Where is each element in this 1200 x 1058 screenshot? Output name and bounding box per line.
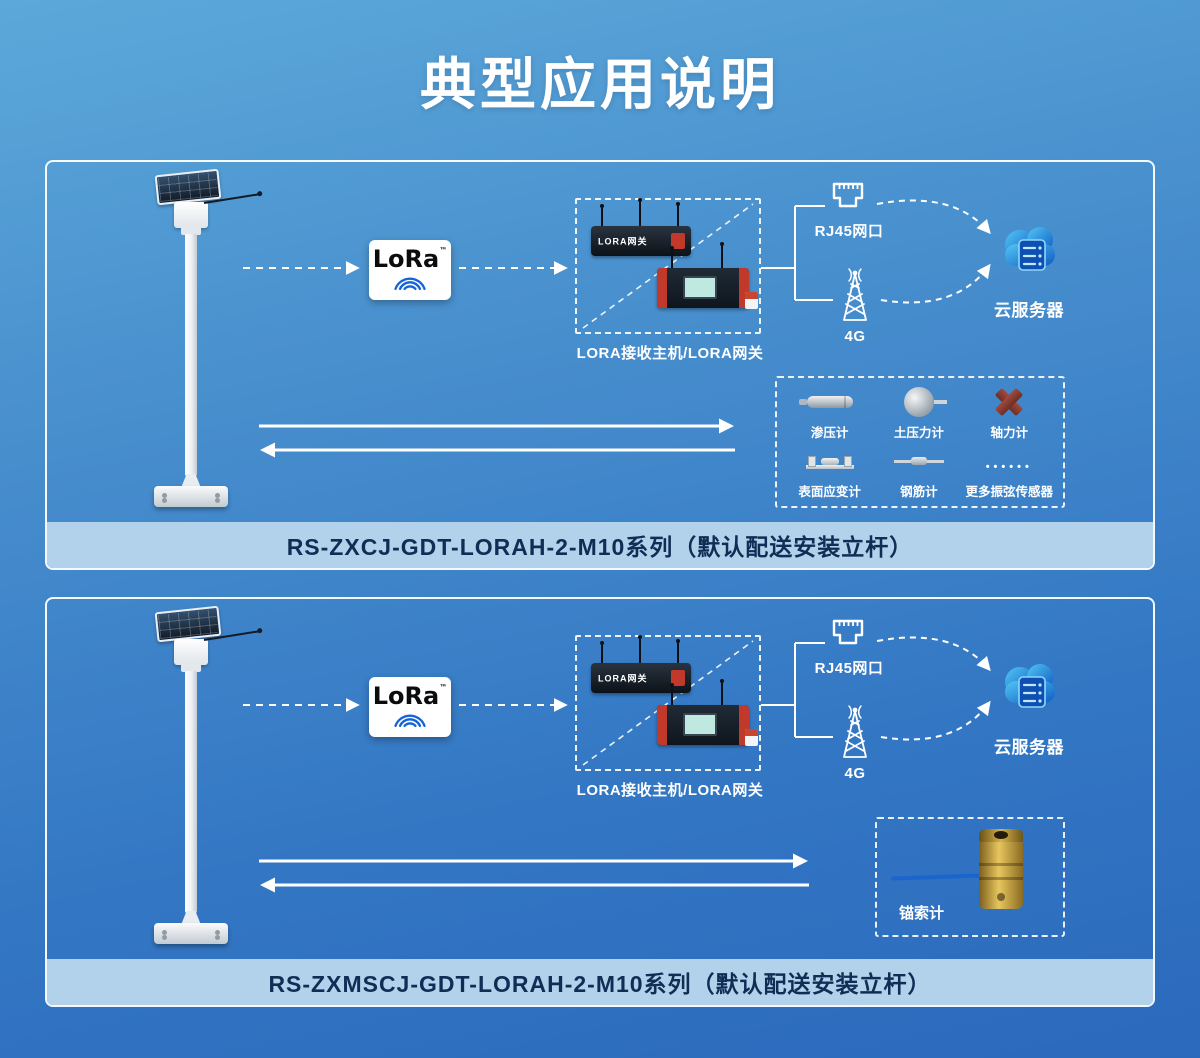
sensor-label: 渗压计 [810, 426, 849, 440]
lora-tm: ™ [439, 683, 448, 692]
rebar-gauge-icon [893, 456, 944, 466]
sensor-housing-icon [174, 639, 208, 665]
device-screen [683, 713, 717, 736]
cellular-tower-icon [835, 701, 875, 761]
gateway-box: LORA网关 [575, 635, 761, 771]
lora-gateway-device: LORA网关 [591, 198, 691, 256]
sensor-more: •••••• 更多振弦传感器 [965, 445, 1053, 500]
device-screen [683, 276, 717, 299]
lora-tm: ™ [439, 246, 448, 255]
sensor-label: 钢筋计 [900, 485, 938, 499]
solar-monitoring-station [132, 605, 272, 959]
anchor-cable-gauge-icon [973, 829, 1029, 917]
lora-wordmark: LoRa™ [372, 245, 448, 273]
base-plate [154, 486, 228, 507]
pole-collar [181, 663, 201, 672]
lora-waves-icon [394, 714, 426, 728]
cellular-tower-icon [835, 264, 875, 324]
lora-logo: LoRa™ [369, 240, 451, 300]
solar-monitoring-station [132, 168, 272, 522]
gateway-caption: LORA接收主机/LORA网关 [576, 782, 764, 799]
sensor-piezometer: 渗压计 [787, 386, 872, 441]
arrow-rj45-to-cloud [876, 199, 991, 235]
uplink-bracket [761, 642, 833, 738]
sensor-axial-force: 轴力计 [965, 386, 1053, 441]
gateway-device-label: LORA网关 [598, 673, 648, 684]
relay-component-icon [745, 292, 758, 309]
rj45-port-icon [829, 180, 867, 214]
sensor-cable [890, 873, 984, 881]
series-caption: RS-ZXMSCJ-GDT-LORAH-2-M10系列（默认配送安装立杆） [47, 959, 1153, 1005]
sensor-label: 锚索计 [899, 905, 945, 922]
lora-logo: LoRa™ [369, 677, 451, 737]
gateway-diagonal [582, 640, 754, 766]
piezometer-icon [798, 396, 853, 408]
sensor-housing-icon [174, 202, 208, 228]
cloud-label: 云服务器 [994, 301, 1064, 320]
pole-taper [181, 911, 201, 925]
4g-label: 4G [844, 328, 866, 345]
lora-gateway-device: LORA网关 [591, 635, 691, 693]
arrow-rj45-to-cloud [876, 636, 991, 672]
lora-receiver-device [657, 679, 749, 745]
cloud-label: 云服务器 [994, 738, 1064, 757]
lora-waves-icon [394, 277, 426, 291]
sensor-earth-pressure: 土压力计 [876, 386, 961, 441]
application-panel-2: LoRa™ LORA网关 LORA接 [45, 597, 1155, 1007]
earth-pressure-icon [903, 387, 947, 417]
more-sensors-dots: •••••• [985, 461, 1033, 473]
gateway-device-label: LORA网关 [598, 236, 648, 247]
sensor-label: 轴力计 [990, 426, 1028, 440]
rj45-label: RJ45网口 [814, 223, 884, 240]
sensor-box: 锚索计 [875, 817, 1065, 937]
application-panel-1: LoRa™ LORA网关 LORA接 [45, 160, 1155, 570]
relay-component-icon [745, 729, 758, 746]
connection-lines [243, 199, 991, 458]
pole-shaft [185, 234, 197, 476]
sensor-label: 土压力计 [893, 426, 944, 440]
arrow-4g-to-cloud [880, 700, 991, 741]
gateway-caption: LORA接收主机/LORA网关 [576, 345, 764, 362]
base-plate [154, 923, 228, 944]
uplink-bracket [761, 205, 833, 301]
cloud-server-icon [993, 212, 1067, 286]
lora-wordmark: LoRa™ [372, 682, 448, 710]
pole-taper [181, 474, 201, 488]
rj45-port-icon [829, 617, 867, 651]
connection-lines [243, 636, 991, 893]
pole-collar [181, 226, 201, 235]
series-caption: RS-ZXCJ-GDT-LORAH-2-M10系列（默认配送安装立杆） [47, 522, 1153, 568]
sensor-box: 渗压计 土压力计 轴力计 表面应变计 钢筋计 •••••• 更多振弦传感器 [775, 376, 1065, 508]
sensor-label: 表面应变计 [798, 485, 861, 499]
cloud-server-icon [993, 649, 1067, 723]
arrow-4g-to-cloud [880, 263, 991, 304]
axial-force-icon [992, 386, 1026, 418]
rj45-label: RJ45网口 [814, 660, 884, 677]
lora-receiver-device [657, 242, 749, 308]
pole-shaft [185, 671, 197, 913]
4g-label: 4G [844, 765, 866, 782]
gateway-diagonal [582, 203, 754, 329]
page-title: 典型应用说明 [420, 53, 780, 116]
sensor-label: 更多振弦传感器 [965, 485, 1053, 499]
sensor-rebar: 钢筋计 [876, 445, 961, 500]
gateway-box: LORA网关 [575, 198, 761, 334]
sensor-surface-strain: 表面应变计 [787, 445, 872, 500]
strain-gauge-icon [805, 453, 854, 469]
